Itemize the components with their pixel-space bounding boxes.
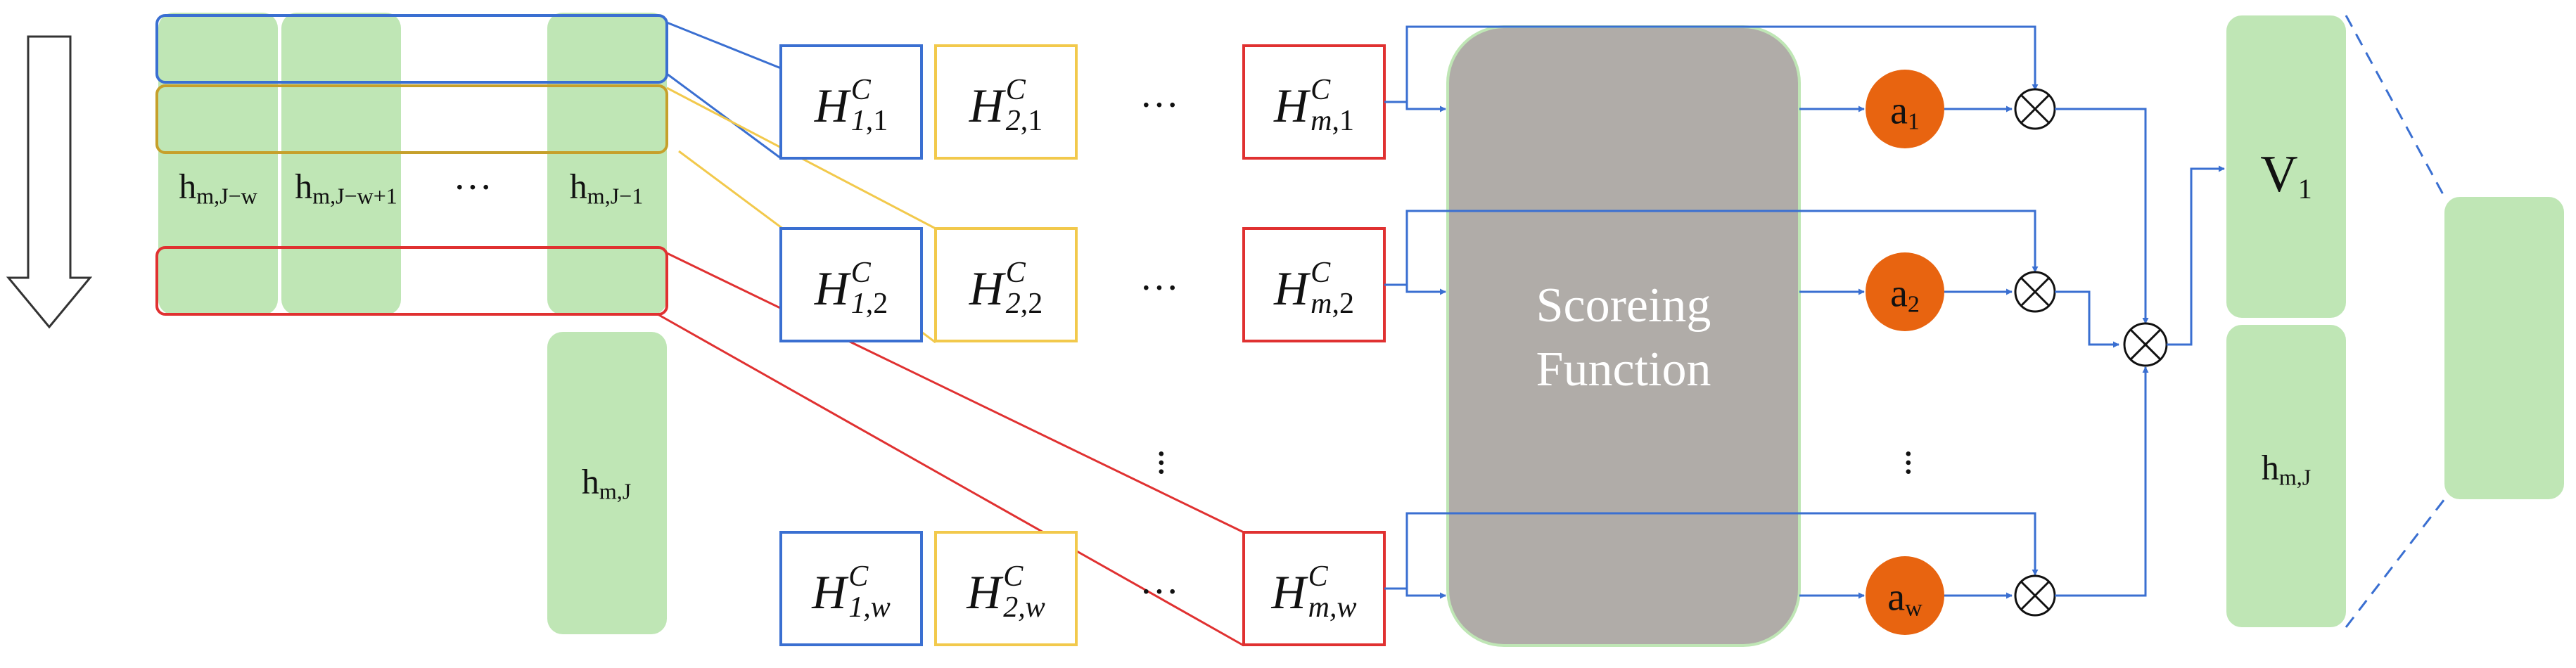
multiply-node-2 [2014, 271, 2056, 313]
connector-roww-top [666, 252, 1244, 534]
hc-row2-ellipsis: ··· [1140, 266, 1179, 310]
output-hmj-cell [2226, 325, 2346, 627]
row2-bypass-line [1405, 210, 2039, 285]
projection-dash-bottom [2345, 499, 2446, 628]
projection-dash-top [2345, 15, 2446, 198]
weights-vertical-ellipsis: ··· [1886, 447, 1930, 474]
hmw-to-scoring-arrow [1384, 587, 1446, 599]
direction-down-arrow [6, 35, 93, 329]
connector-row1-bottom [666, 72, 782, 160]
final-output-cell [2444, 197, 2564, 499]
hm2-to-scoring-arrow [1384, 283, 1446, 295]
hc-row1-ellipsis: ··· [1140, 84, 1179, 127]
multw-to-aggregate-arrow [2055, 366, 2149, 597]
scoring-function-line1: Scoreing [1536, 278, 1711, 333]
hidden-state-cell-j-minus-w-plus-1 [281, 13, 401, 315]
hidden-state-cell-j [547, 332, 667, 634]
hc-box-1-w [779, 531, 923, 646]
mult1-to-aggregate-arrow [2055, 108, 2149, 324]
hidden-state-label-j-minus-w: hm,J−w [179, 166, 257, 209]
hc-box-2-1 [934, 44, 1078, 160]
weight-aw-label: aw [1887, 575, 1923, 622]
output-v1-label: V1 [2260, 146, 2312, 205]
scoring-function-line2: Function [1536, 342, 1711, 397]
hidden-state-label-j-minus-1: hm,J−1 [569, 166, 644, 209]
weight-aw-circle [1866, 556, 1944, 635]
hidden-state-label-j-minus-w-plus-1: hm,J−w+1 [295, 166, 397, 209]
aggregate-to-v1-arrow [2167, 165, 2225, 346]
window-row-1-outline [155, 14, 668, 84]
window-row-2-outline [155, 84, 668, 154]
hidden-state-cell-j-minus-1 [547, 13, 667, 315]
weight-a1-label: a1 [1890, 89, 1920, 135]
weight-a1-circle [1866, 70, 1944, 148]
connector-row1-top [666, 21, 782, 70]
aggregate-multiply-node [2123, 322, 2168, 367]
mult2-to-aggregate-arrow [2055, 290, 2119, 348]
hc-roww-ellipsis: ··· [1140, 570, 1179, 614]
scoring-function-label: Scoreing Function [1536, 274, 1711, 402]
hidden-state-label-j: hm,J [581, 461, 632, 504]
hidden-state-ellipsis: ··· [453, 166, 492, 210]
hc-box-m-1 [1242, 44, 1386, 160]
hm1-to-scoring-arrow [1384, 101, 1446, 113]
weight-a2-label: a2 [1890, 271, 1920, 318]
hidden-state-cell-j-minus-w [158, 13, 278, 315]
hc-box-2-w [934, 531, 1078, 646]
window-row-w-outline [155, 246, 668, 316]
connector-roww-bottom [657, 313, 1244, 647]
multiply-node-1 [2014, 88, 2056, 130]
roww-bypass-line [1405, 512, 2039, 589]
output-hmj-label: hm,J [2261, 447, 2312, 490]
hc-box-1-1 [779, 44, 923, 160]
output-v1-cell [2226, 15, 2346, 318]
weight-a2-circle [1866, 252, 1944, 331]
hc-box-2-2 [934, 227, 1078, 342]
hc-vertical-ellipsis: ··· [1139, 447, 1182, 474]
row1-bypass-line [1405, 25, 2039, 102]
hc-box-m-2 [1242, 227, 1386, 342]
hc-box-1-2 [779, 227, 923, 342]
